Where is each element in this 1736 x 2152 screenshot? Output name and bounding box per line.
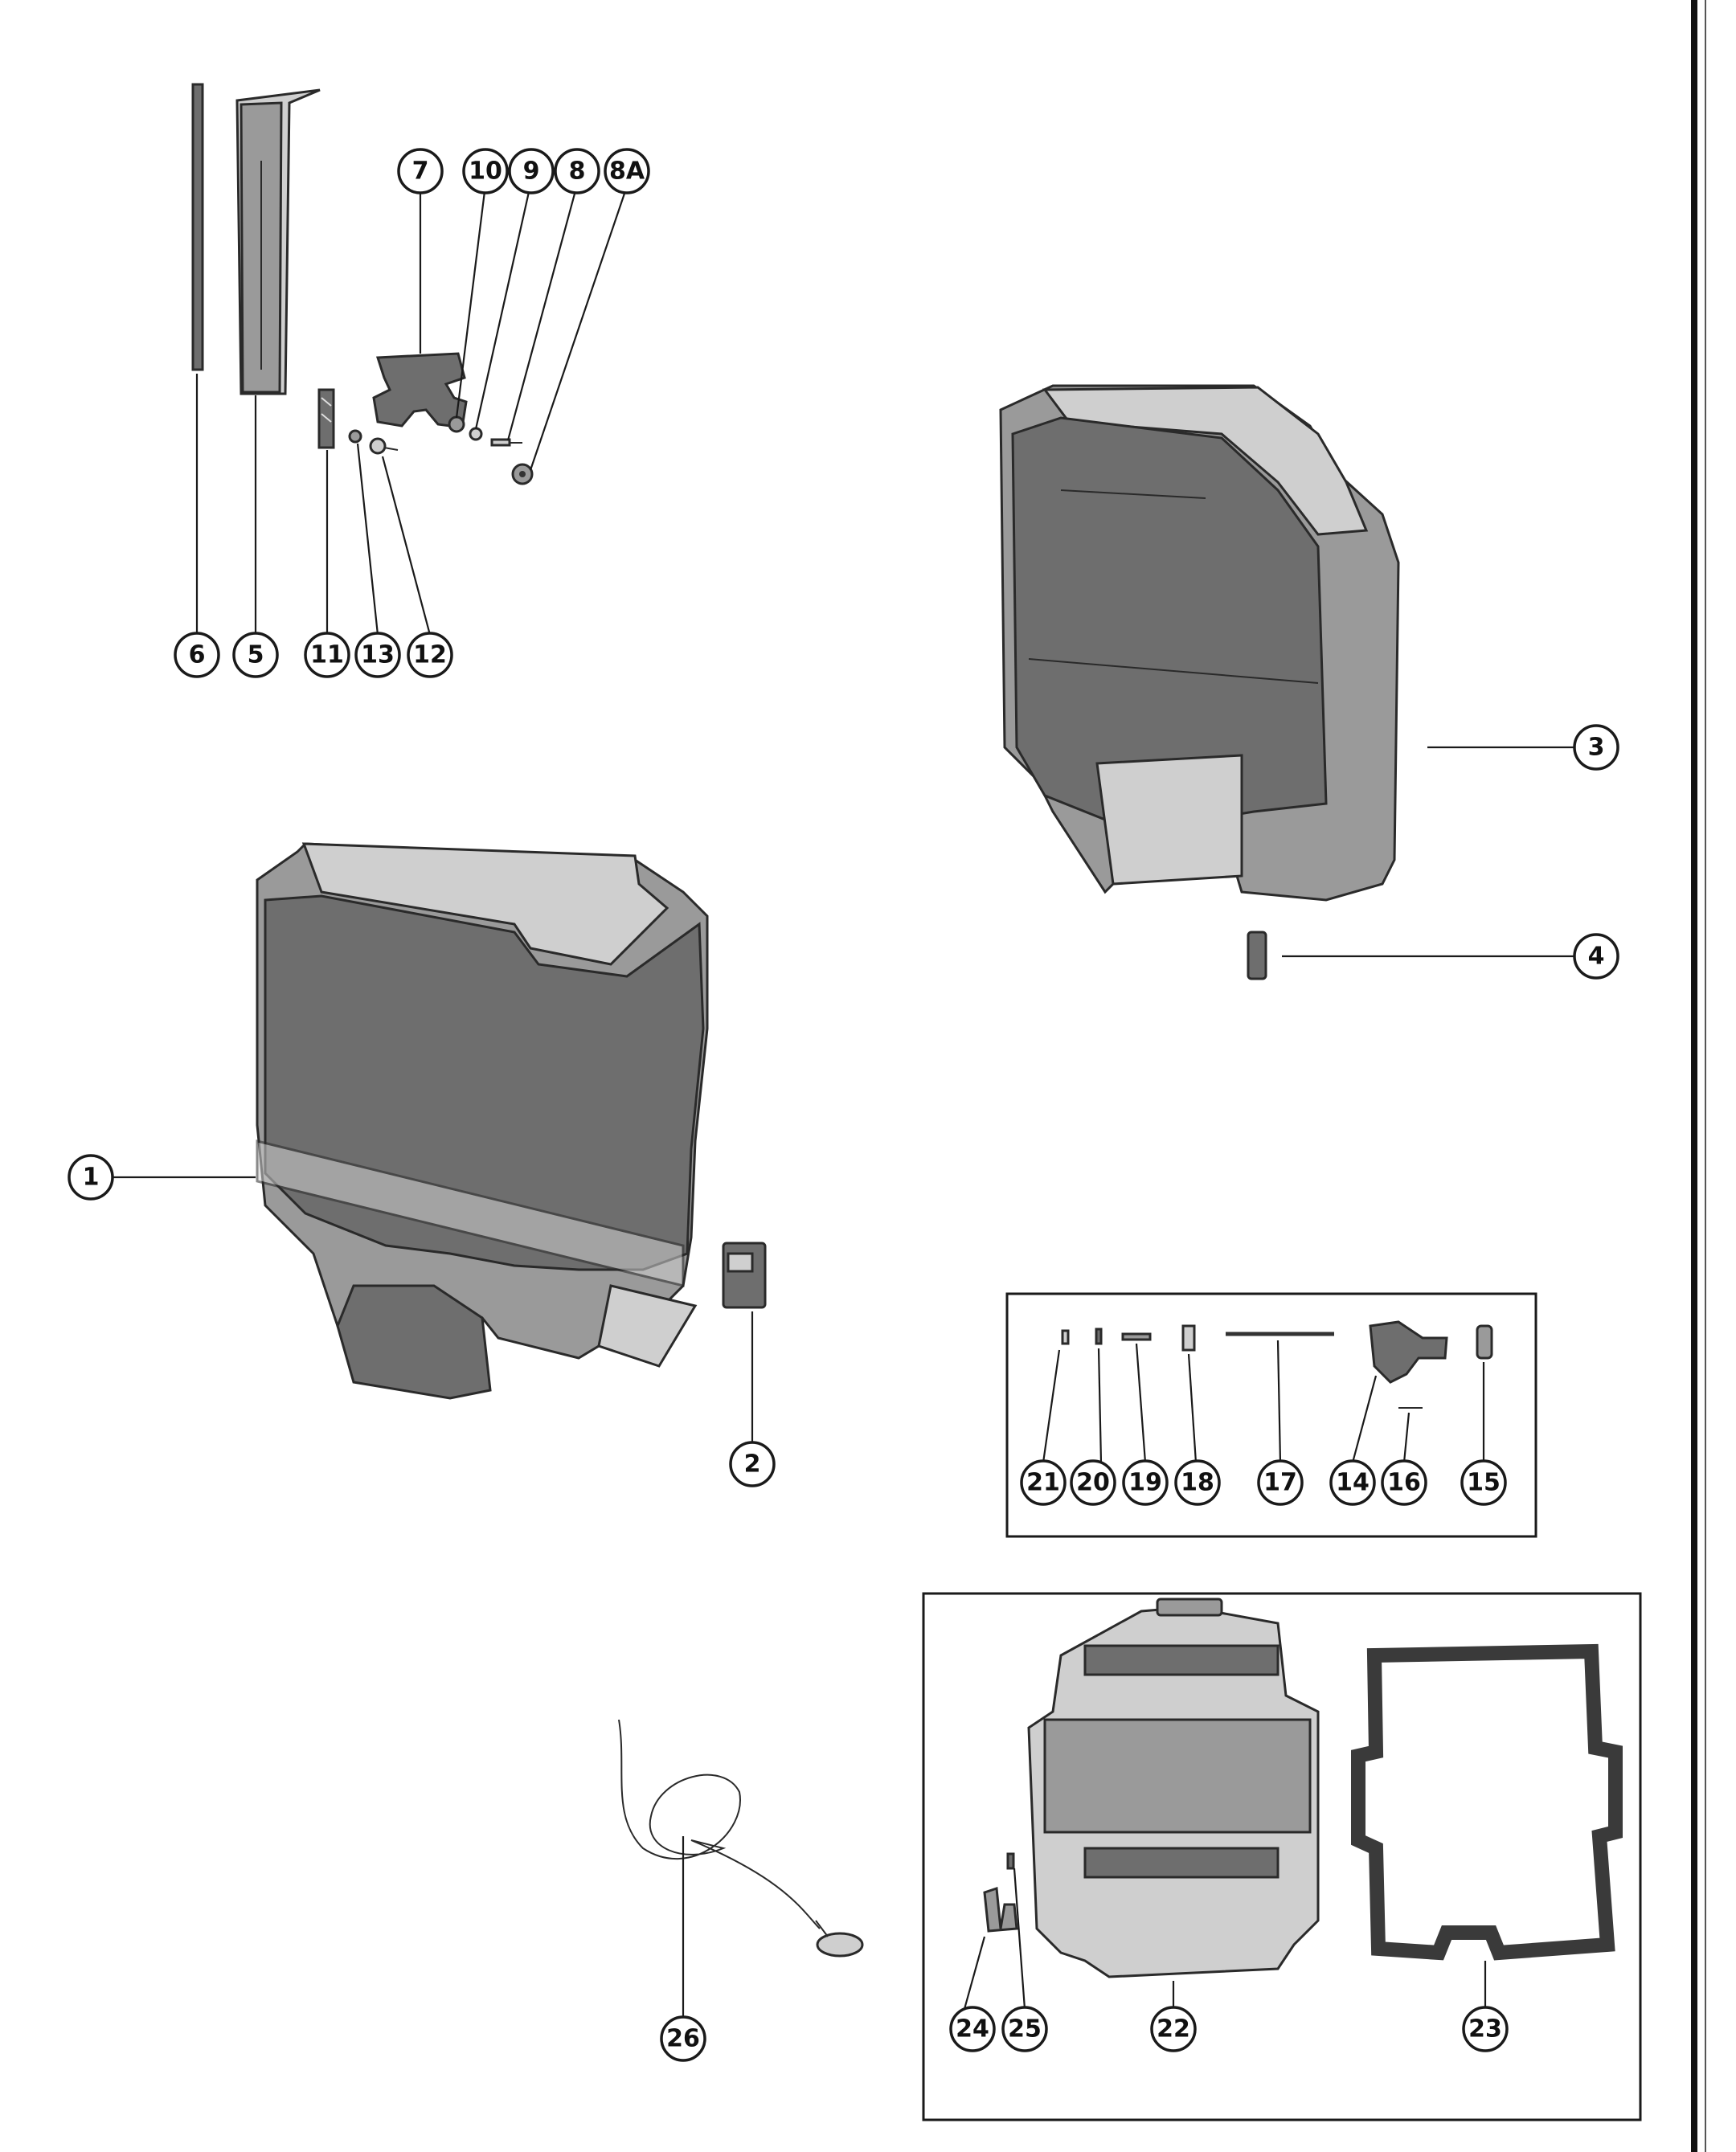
part-22-cowl-assembly xyxy=(1027,1598,1320,1978)
callout-label-3: 3 xyxy=(1588,734,1605,762)
callout-24: 24 xyxy=(949,2006,996,2052)
callout-label-2: 2 xyxy=(744,1450,761,1479)
part-12-screw xyxy=(369,437,399,455)
callout-26: 26 xyxy=(660,2015,706,2062)
callout-8: 8 xyxy=(554,148,600,194)
callout-label-25: 25 xyxy=(1008,2015,1042,2044)
callout-label-1: 1 xyxy=(83,1164,100,1192)
part-10-nut xyxy=(448,415,465,433)
part-23-gasket xyxy=(1351,1643,1623,1961)
callout-label-17: 17 xyxy=(1263,1469,1297,1497)
callout-19: 19 xyxy=(1122,1459,1169,1506)
callout-6: 6 xyxy=(174,632,220,678)
callout-11: 11 xyxy=(304,632,350,678)
callout-7: 7 xyxy=(397,148,444,194)
part-24-clip xyxy=(983,1886,1018,1933)
callout-1: 1 xyxy=(68,1154,114,1201)
part-11-latch xyxy=(317,388,335,449)
callout-label-13: 13 xyxy=(361,641,395,669)
part-13-washer xyxy=(348,429,362,444)
leader-lines xyxy=(113,184,1575,2017)
callout-label-23: 23 xyxy=(1468,2015,1502,2044)
hardware-kit-frame xyxy=(1005,1292,1537,1538)
callout-14: 14 xyxy=(1329,1459,1376,1506)
callout-20: 20 xyxy=(1070,1459,1116,1506)
callout-8a: 8A xyxy=(604,148,650,194)
hardware-kit-parts xyxy=(1061,1320,1493,1409)
callout-label-7: 7 xyxy=(412,158,429,186)
part-4-small-block xyxy=(1247,931,1267,980)
callout-4: 4 xyxy=(1573,933,1619,980)
callout-label-26: 26 xyxy=(666,2025,700,2053)
callout-label-6: 6 xyxy=(189,641,206,669)
callout-label-10: 10 xyxy=(469,158,502,186)
callout-label-4: 4 xyxy=(1588,943,1605,971)
callout-3: 3 xyxy=(1573,724,1619,771)
callout-16: 16 xyxy=(1381,1459,1427,1506)
part-2-small-block xyxy=(722,1242,767,1309)
callout-15: 15 xyxy=(1460,1459,1507,1506)
callout-label-21: 21 xyxy=(1026,1469,1060,1497)
page-border xyxy=(1691,0,1706,2152)
callout-2: 2 xyxy=(729,1441,776,1487)
callout-13: 13 xyxy=(354,632,401,678)
callout-label-14: 14 xyxy=(1336,1469,1370,1497)
callout-label-9: 9 xyxy=(523,158,540,186)
callout-label-12: 12 xyxy=(413,641,447,669)
part-3-cowl-half xyxy=(999,384,1400,902)
part-8a-grommet xyxy=(511,463,534,485)
callout-10: 10 xyxy=(462,148,509,194)
callout-label-11: 11 xyxy=(310,641,344,669)
callout-label-19: 19 xyxy=(1128,1469,1162,1497)
part-9-washer xyxy=(469,427,483,441)
callout-label-8a: 8A xyxy=(609,158,645,186)
part-1-cowl-half xyxy=(256,842,709,1400)
callout-23: 23 xyxy=(1462,2006,1509,2052)
part-26-cable xyxy=(618,1719,864,1958)
callout-9: 9 xyxy=(508,148,555,194)
part-6-strip xyxy=(191,83,204,371)
callout-label-22: 22 xyxy=(1157,2015,1190,2044)
callout-18: 18 xyxy=(1174,1459,1221,1506)
callout-label-24: 24 xyxy=(956,2015,989,2044)
callout-label-18: 18 xyxy=(1181,1469,1214,1497)
part-5-bracket xyxy=(235,88,321,395)
callout-label-16: 16 xyxy=(1387,1469,1421,1497)
callouts: 7 10 9 8 8A 6 5 11 xyxy=(68,148,1619,2062)
callout-17: 17 xyxy=(1257,1459,1304,1506)
part-8-screw xyxy=(490,438,522,447)
callout-21: 21 xyxy=(1020,1459,1067,1506)
callout-5: 5 xyxy=(232,632,279,678)
callout-label-5: 5 xyxy=(248,641,264,669)
callout-22: 22 xyxy=(1150,2006,1197,2052)
callout-label-8: 8 xyxy=(569,158,586,186)
callout-25: 25 xyxy=(1001,2006,1048,2052)
part-25-screw xyxy=(1006,1852,1015,1870)
callout-label-15: 15 xyxy=(1467,1469,1501,1497)
cowl-kit-frame xyxy=(922,1592,1642,2121)
callout-label-20: 20 xyxy=(1076,1469,1110,1497)
callout-12: 12 xyxy=(407,632,453,678)
part-7-plate xyxy=(372,352,468,429)
